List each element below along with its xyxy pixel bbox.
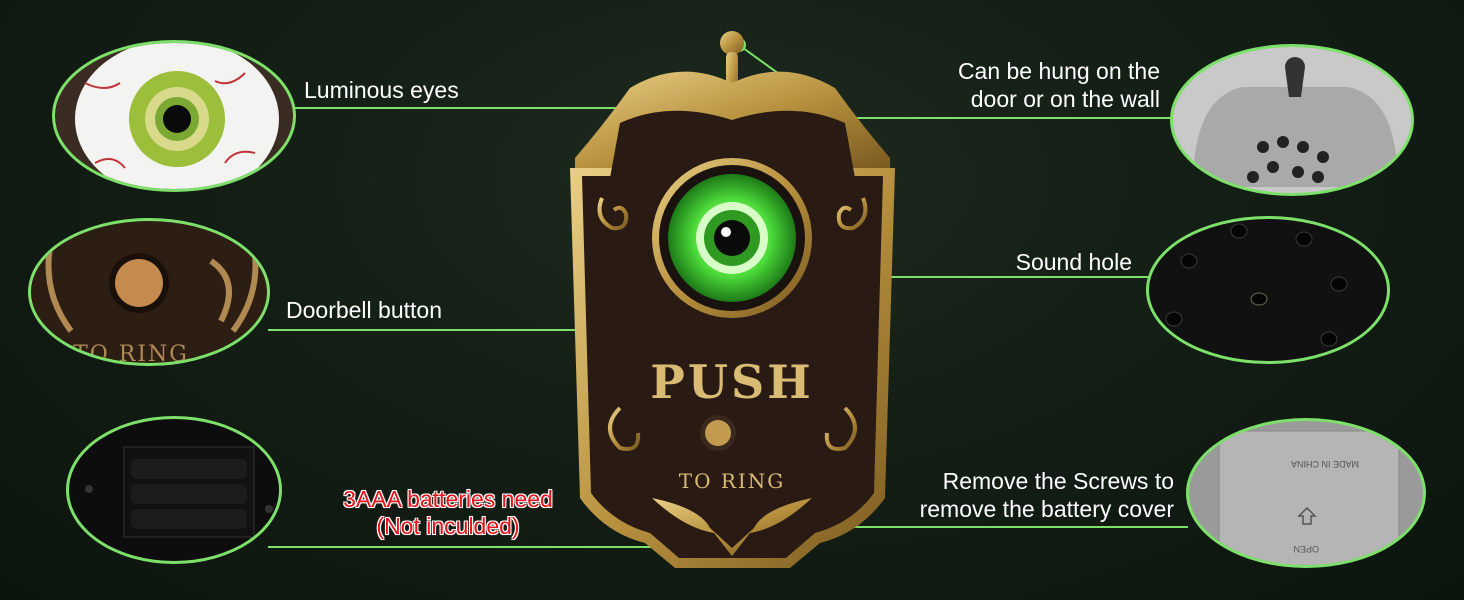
to-ring-text: TO RING — [679, 469, 786, 493]
battery-compartment-image — [66, 416, 282, 564]
arrow-up-icon — [1297, 506, 1317, 525]
sound-hole-label: Sound hole — [1015, 249, 1132, 275]
doorbell-button-label: Doorbell button — [286, 297, 442, 323]
eye-closeup-image — [52, 40, 296, 192]
doorbell-push-button[interactable] — [705, 420, 731, 446]
top-knob-icon — [720, 31, 744, 55]
hang-label: Can be hung on the door or on the wall — [880, 57, 1160, 113]
batteries-line-2: (Not inculded) — [376, 513, 520, 539]
battery-cover-text-1: MADE IN CHINA — [1291, 459, 1359, 469]
wall-hanger-image — [1170, 44, 1414, 196]
hang-line-2: door or on the wall — [970, 86, 1160, 112]
screws-line-1: Remove the Screws to — [942, 468, 1174, 494]
batteries-label: 3AAA batteries need (Not inculded) — [318, 486, 578, 540]
doorbell-product: PUSH TO RING — [570, 31, 895, 568]
push-text: PUSH — [650, 355, 813, 409]
batteries-line-1: 3AAA batteries need — [343, 486, 553, 512]
battery-cover-image: MADE IN CHINA OPEN — [1186, 418, 1426, 568]
screws-label: Remove the Screws to remove the battery … — [860, 467, 1174, 523]
battery-cover-text-2: OPEN — [1293, 544, 1319, 554]
screws-line-2: remove the battery cover — [919, 496, 1174, 522]
hang-line-1: Can be hung on the — [957, 58, 1160, 84]
button-closeup-image: TO RING — [28, 218, 270, 366]
luminous-eyes-label: Luminous eyes — [304, 77, 459, 103]
bottom-ornament-icon — [652, 498, 812, 556]
sound-hole-image — [1146, 216, 1390, 364]
